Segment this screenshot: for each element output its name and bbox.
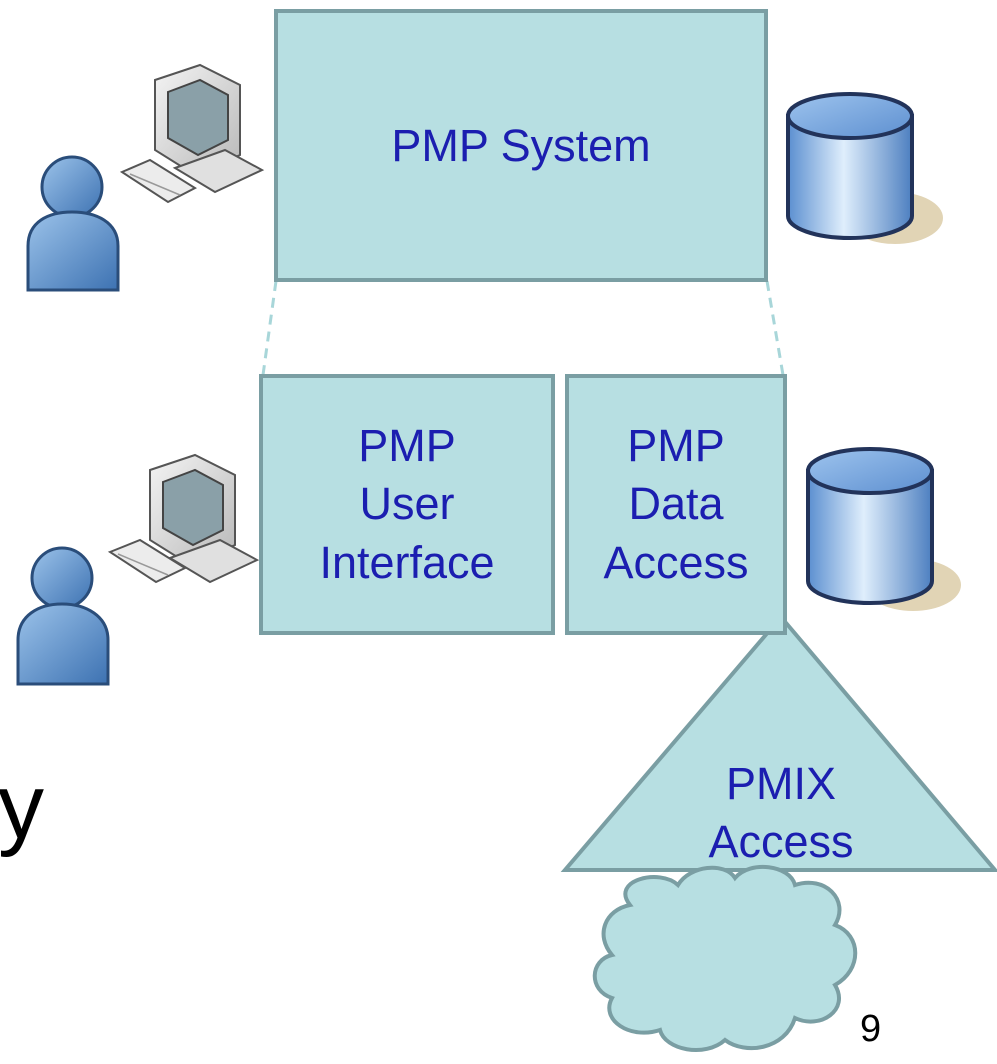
data-access-line-1: PMP xyxy=(627,419,725,471)
zoom-connector-left xyxy=(261,280,278,376)
data-access-line-2: Data xyxy=(628,478,724,530)
pmp-system-box: PMP System xyxy=(274,9,768,282)
zoom-connector-right xyxy=(765,280,785,376)
pmix-access-label: PMIX Access xyxy=(675,755,887,870)
cloud-icon xyxy=(592,864,858,1053)
pmp-user-interface-box: PMP User Interface xyxy=(259,374,555,635)
pmp-system-label: PMP System xyxy=(391,119,651,171)
pmix-line-1: PMIX xyxy=(725,758,837,809)
database-icon xyxy=(806,447,961,611)
database-icon xyxy=(786,92,943,244)
ui-box-line-2: User xyxy=(359,478,455,530)
pmix-line-2: Access xyxy=(708,815,854,867)
partial-body-text: y xyxy=(0,756,44,858)
user-icon xyxy=(26,155,120,292)
computer-icon xyxy=(107,453,260,584)
pmp-data-access-box: PMP Data Access xyxy=(565,374,787,635)
user-icon xyxy=(16,546,110,686)
ui-box-line-1: PMP xyxy=(358,419,456,471)
data-access-line-3: Access xyxy=(603,536,749,588)
computer-icon xyxy=(119,63,265,204)
page-number: 9 xyxy=(860,1008,882,1050)
ui-box-line-3: Interface xyxy=(319,536,495,588)
